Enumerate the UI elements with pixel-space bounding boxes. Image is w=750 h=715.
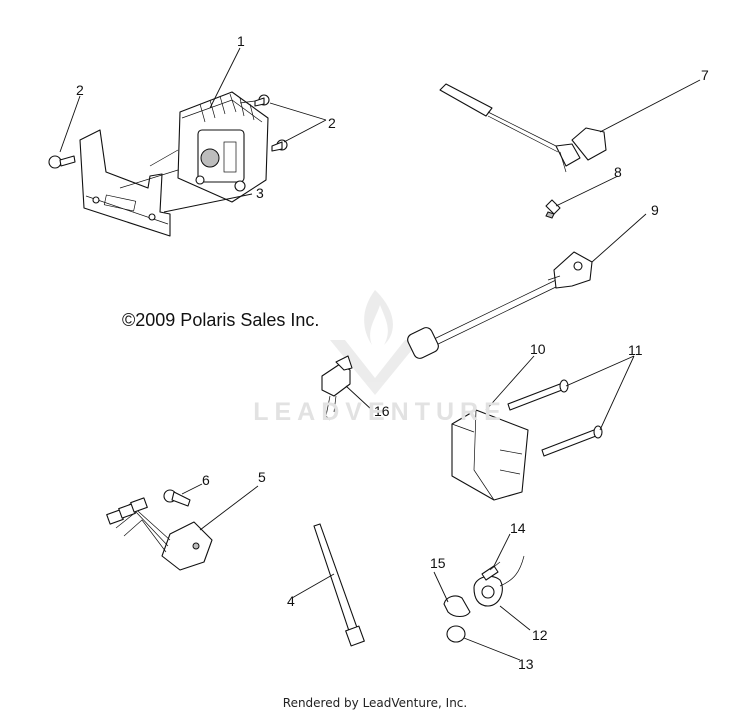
callout-9: 9 [651, 202, 659, 218]
part-16-connector [321, 355, 353, 421]
watermark-text: LEADVENTURE [253, 398, 507, 426]
footer-text: Rendered by LeadVenture, Inc. [282, 696, 468, 710]
callout-2-left: 2 [76, 82, 84, 98]
part-13-spacer [446, 625, 466, 643]
callout-1: 1 [237, 33, 245, 49]
callout-10: 10 [530, 341, 546, 357]
callout-7: 7 [701, 67, 709, 83]
part-3-bracket [79, 129, 179, 237]
part-2-screw-left [48, 155, 76, 169]
part-5-wiring [106, 497, 213, 571]
callout-4: 4 [287, 593, 295, 609]
part-2-screw-bottom [271, 139, 288, 152]
part-10-relay [451, 409, 529, 501]
callout-15: 15 [430, 555, 446, 571]
part-11-bolt-top [507, 379, 569, 411]
part-9-harness [407, 251, 593, 359]
callout-14: 14 [510, 520, 526, 536]
callout-8: 8 [614, 164, 622, 180]
part-15-washer [443, 595, 471, 618]
callout-2-right: 2 [328, 115, 336, 131]
callout-11: 11 [628, 342, 643, 358]
copyright-text: ©2009 Polaris Sales Inc. [122, 310, 320, 330]
callout-numbers: 1 2 2 3 4 5 6 7 8 9 10 11 12 13 14 15 16 [76, 33, 709, 672]
part-7-sensor [439, 83, 607, 173]
part-8-pin [545, 199, 561, 219]
part-11-bolt-bottom [541, 425, 603, 457]
part-6-plug [163, 489, 191, 507]
leader-lines [59, 47, 701, 661]
callout-5: 5 [258, 469, 266, 485]
part-12-sensor-body [473, 555, 525, 607]
part-4-cable-tie [313, 523, 365, 647]
callout-16: 16 [374, 403, 390, 419]
part-2-screw-top [239, 94, 270, 107]
part-1-regulator [177, 91, 269, 203]
watermark-logo-icon [330, 290, 420, 395]
callout-13: 13 [518, 656, 534, 672]
callout-3: 3 [256, 185, 264, 201]
part-14-bolt [481, 561, 501, 581]
callout-6: 6 [202, 472, 210, 488]
callout-12: 12 [532, 627, 548, 643]
